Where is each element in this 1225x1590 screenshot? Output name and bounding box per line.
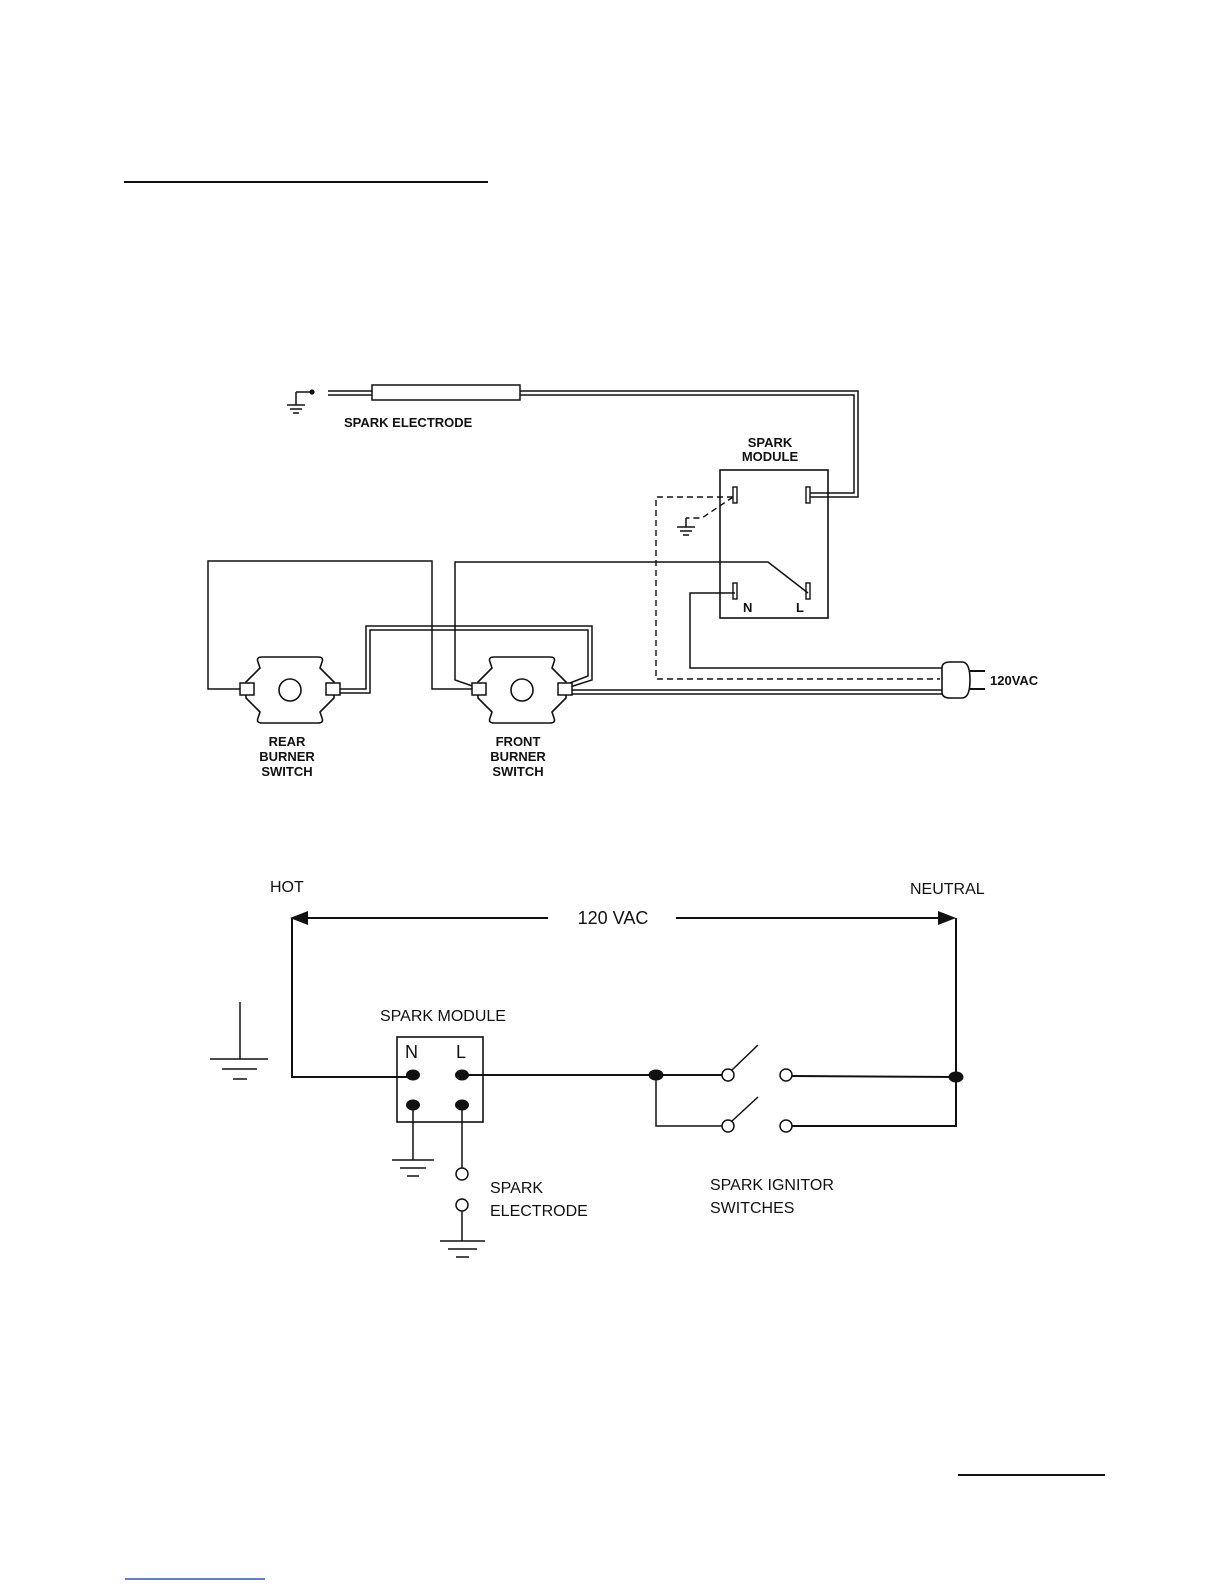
supply-label: 120VAC	[990, 673, 1039, 688]
module-terminal-n	[733, 583, 737, 599]
schematic-diagram: HOT NEUTRAL 120 VAC SPARK MODULE N L	[210, 879, 985, 1257]
spark-electrode-label: SPARK ELECTRODE	[344, 415, 473, 430]
schematic-terminal-n: N	[405, 1042, 418, 1062]
switch-1-contact-a	[722, 1069, 734, 1081]
switch-1-blade	[732, 1045, 758, 1070]
neutral-line	[786, 918, 956, 1126]
electrode-ground-icon-2	[440, 1241, 485, 1257]
module-terminal-n-label: N	[743, 600, 752, 615]
rear-switch-label-2: BURNER	[259, 749, 315, 764]
schematic-electrode-label-2: ELECTRODE	[490, 1203, 588, 1220]
electrode-tip-upper	[456, 1168, 468, 1180]
front-switch-label-1: FRONT	[496, 734, 541, 749]
hot-label: HOT	[270, 879, 304, 896]
module-terminal-l-label: L	[796, 600, 804, 615]
electrode-tip-lower	[456, 1199, 468, 1211]
spark-module-label-2: MODULE	[742, 449, 799, 464]
chassis-ground-icon	[210, 1002, 268, 1079]
terminal-n-dot	[406, 1070, 420, 1081]
rear-loop-wire	[208, 561, 478, 689]
rear-burner-switch	[240, 657, 340, 723]
switch-2-contact-b	[780, 1120, 792, 1132]
hot-line	[292, 918, 412, 1077]
rear-switch-label-1: REAR	[269, 734, 306, 749]
neutral-label: NEUTRAL	[910, 881, 985, 898]
module-ground-icon	[677, 518, 695, 535]
front-burner-switch	[472, 657, 572, 723]
module-terminal-ground	[733, 487, 737, 503]
electrode-ground-icon	[287, 389, 315, 413]
voltage-label: 120 VAC	[578, 908, 649, 928]
switches-label-1: SPARK IGNITOR	[710, 1177, 834, 1194]
switch-2-blade	[732, 1097, 758, 1121]
wiring-diagram: SPARK ELECTRODE SPARK MODULE N L	[208, 385, 1039, 779]
schematic-module-label: SPARK MODULE	[380, 1008, 506, 1025]
switch-2-contact-a	[722, 1120, 734, 1132]
module-terminal-hv	[806, 487, 810, 503]
switch-1-contact-b	[780, 1069, 792, 1081]
spark-electrode	[328, 385, 520, 400]
neutral-wire	[690, 593, 942, 668]
schematic-terminal-l: L	[456, 1042, 466, 1062]
ground-wire	[656, 497, 940, 679]
switches-label-2: SWITCHES	[710, 1200, 794, 1217]
rear-switch-label-3: SWITCH	[261, 764, 312, 779]
plug-icon	[942, 662, 985, 698]
spark-module-label-1: SPARK	[748, 435, 793, 450]
hv-lead-wire	[520, 391, 858, 497]
front-switch-label-2: BURNER	[490, 749, 546, 764]
schematic-electrode-label-1: SPARK	[490, 1180, 543, 1197]
module-ground-icon-2	[392, 1160, 434, 1176]
front-switch-label-3: SWITCH	[492, 764, 543, 779]
